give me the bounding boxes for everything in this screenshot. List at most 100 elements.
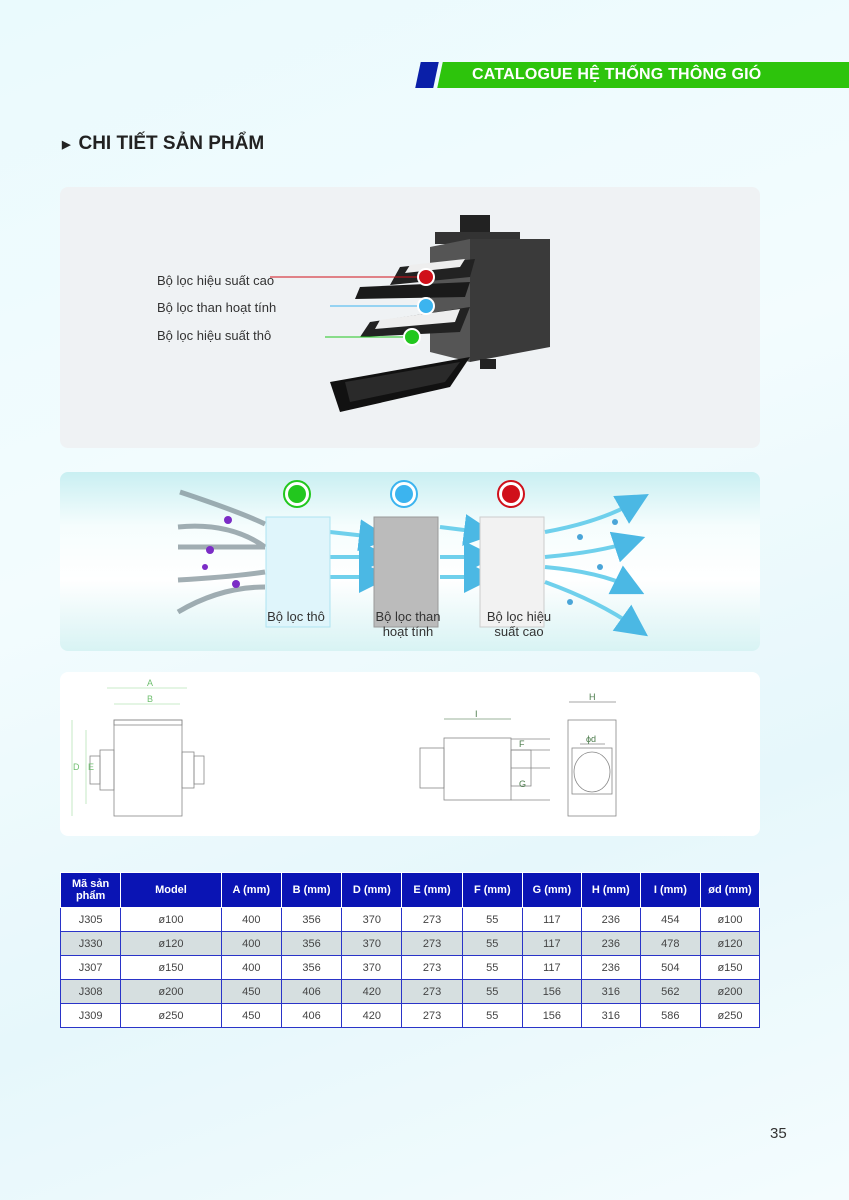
table-cell: ø150 (120, 955, 222, 980)
table-cell: 117 (521, 931, 582, 956)
table-cell: 273 (401, 1003, 463, 1028)
table-cell: 156 (521, 979, 582, 1004)
table-cell: ø120 (120, 931, 222, 956)
table-cell: 55 (461, 955, 523, 980)
table-cell: ø250 (120, 1003, 222, 1028)
label-coarse-filter: Bộ lọc hiệu suất thô (157, 328, 272, 343)
table-cell: 406 (280, 1003, 343, 1028)
table-cell: 356 (280, 907, 343, 932)
svg-text:G: G (519, 779, 526, 789)
table-cell: 450 (220, 979, 282, 1004)
column-header: F (mm) (461, 872, 523, 908)
table-cell: 562 (639, 979, 701, 1004)
table-cell: 273 (401, 907, 463, 932)
column-header: B (mm) (280, 872, 343, 908)
table-cell: 55 (461, 1003, 523, 1028)
column-header: H (mm) (580, 872, 641, 908)
section-title: ▶ CHI TIẾT SẢN PHẨM (62, 133, 264, 155)
triangle-icon: ▶ (62, 138, 71, 151)
table-cell: 586 (639, 1003, 701, 1028)
table-cell: 420 (341, 1003, 403, 1028)
label-carbon-filter: Bộ lọc than hoạt tính (157, 300, 277, 315)
table-cell: 117 (521, 955, 582, 980)
page-number: 35 (770, 1125, 787, 1142)
table-cell: 370 (341, 907, 403, 932)
column-header: D (mm) (341, 872, 403, 908)
table-cell: 478 (639, 931, 701, 956)
table-cell: 450 (220, 1003, 282, 1028)
label-high-efficiency-filter: Bộ lọc hiệu suất cao (157, 273, 275, 288)
column-header: G (mm) (521, 872, 582, 908)
table-cell: 273 (401, 931, 463, 956)
table-cell: 55 (461, 931, 523, 956)
table-cell: J307 (59, 955, 122, 980)
filter-flow-diagram (176, 480, 649, 637)
table-cell: 370 (341, 955, 403, 980)
svg-text:ϕd: ϕd (586, 734, 596, 744)
label-coarse: Bộ lọc thô (267, 609, 325, 624)
table-cell: 400 (220, 931, 282, 956)
table-cell: ø250 (699, 1003, 761, 1028)
column-header: A (mm) (220, 872, 282, 908)
table-cell: 370 (341, 931, 403, 956)
table-cell: ø200 (120, 979, 222, 1004)
svg-text:D: D (73, 762, 80, 772)
table-cell: J330 (59, 931, 122, 956)
table-cell: 504 (639, 955, 701, 980)
table-cell: J308 (59, 979, 122, 1004)
table-cell: 406 (280, 979, 343, 1004)
svg-text:A: A (147, 678, 153, 688)
table-cell: 236 (580, 907, 641, 932)
column-header: Mã sản phẩm (59, 872, 122, 908)
table-cell: 316 (580, 979, 641, 1004)
table-cell: 236 (580, 931, 641, 956)
table-cell: ø100 (120, 907, 222, 932)
table-cell: 356 (280, 955, 343, 980)
table-cell: 117 (521, 907, 582, 932)
table-cell: 316 (580, 1003, 641, 1028)
svg-text:F: F (519, 739, 525, 749)
table-cell: ø200 (699, 979, 761, 1004)
table-cell: 356 (280, 931, 343, 956)
table-cell: 454 (639, 907, 701, 932)
table-cell: 55 (461, 907, 523, 932)
column-header: I (mm) (639, 872, 701, 908)
filter-markers (270, 268, 435, 346)
table-cell: ø120 (699, 931, 761, 956)
table-cell: ø150 (699, 955, 761, 980)
product-image (270, 215, 550, 412)
header-accent (415, 62, 439, 88)
table-cell: 420 (341, 979, 403, 1004)
column-header: ød (mm) (699, 872, 761, 908)
table-cell: 400 (220, 955, 282, 980)
svg-text:I: I (475, 709, 478, 719)
header-title: CATALOGUE HỆ THỐNG THÔNG GIÓ (472, 66, 762, 83)
table-cell: 400 (220, 907, 282, 932)
svg-text:H: H (589, 692, 596, 702)
column-header: Model (120, 872, 222, 908)
column-header: E (mm) (401, 872, 463, 908)
product-panel: Bộ lọc hiệu suất cao Bộ lọc than hoạt tí… (60, 187, 760, 448)
table-cell: 55 (461, 979, 523, 1004)
section-title-text: CHI TIẾT SẢN PHẨM (78, 133, 265, 154)
table-cell: 273 (401, 979, 463, 1004)
table-cell: 273 (401, 955, 463, 980)
svg-text:E: E (88, 762, 94, 772)
table-cell: 236 (580, 955, 641, 980)
table-cell: 156 (521, 1003, 582, 1028)
table-cell: ø100 (699, 907, 761, 932)
table-cell: J309 (59, 1003, 122, 1028)
svg-text:B: B (147, 694, 153, 704)
